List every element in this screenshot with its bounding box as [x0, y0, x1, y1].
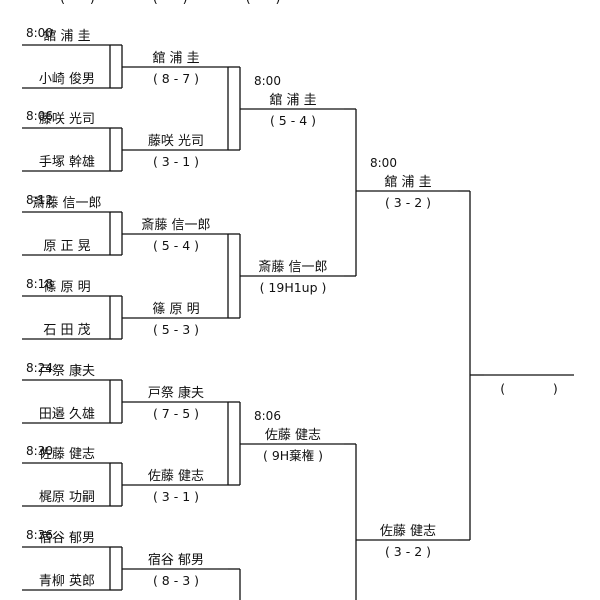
match-score: ( 9H棄権 ) [262, 448, 324, 463]
match-time: 8:06 [254, 409, 281, 423]
match-time: 8:06 [26, 109, 53, 123]
match-time: 8:18 [26, 277, 53, 291]
winner-name: 斎藤 信一郎 [258, 260, 328, 275]
match-time: 8:00 [370, 156, 397, 170]
match-score: ( 19H1up ) [259, 280, 327, 295]
winner-name: 戸祭 康夫 [147, 386, 205, 401]
match-score: ( 3 - 2 ) [384, 544, 432, 559]
final-score: ( ) [500, 381, 558, 396]
match-time: 8:36 [26, 528, 53, 542]
player-name: 篠 原 明 [43, 280, 91, 295]
match-score: ( 8 - 3 ) [152, 573, 200, 588]
player-name: 藤咲 光司 [38, 112, 96, 127]
winner-name: 舘 浦 圭 [269, 93, 317, 108]
match-score: ( 3 - 1 ) [152, 154, 200, 169]
player-name: 佐藤 健志 [38, 447, 96, 462]
winner-name: 斎藤 信一郎 [141, 218, 211, 233]
player-name: 青柳 英郎 [38, 574, 96, 589]
match-time: 8:00 [26, 26, 53, 40]
match-time: 8:00 [254, 74, 281, 88]
match-score: ( 5 - 4 ) [269, 113, 317, 128]
winner-name: 舘 浦 圭 [384, 175, 432, 190]
match-score: ( 7 - 5 ) [152, 406, 200, 421]
winner-name: 藤咲 光司 [147, 134, 205, 149]
player-name: 石 田 茂 [43, 323, 91, 338]
player-name: 宿谷 郁男 [38, 531, 96, 546]
player-name: 田邉 久雄 [38, 407, 96, 422]
match-time: 8:30 [26, 444, 53, 458]
player-name: 斎藤 信一郎 [32, 196, 102, 211]
header-strip: ( ) ( ) ( ) [60, 0, 600, 6]
match-time: 8:24 [26, 361, 53, 375]
winner-name: 舘 浦 圭 [152, 51, 200, 66]
match-score: ( 5 - 4 ) [152, 238, 200, 253]
winner-name: 佐藤 健志 [264, 428, 322, 443]
winner-name: 宿谷 郁男 [147, 553, 205, 568]
player-name: 原 正 晃 [43, 239, 91, 254]
player-name: 梶原 功嗣 [38, 490, 96, 505]
player-name: 手塚 幹雄 [38, 155, 96, 170]
match-score: ( 3 - 1 ) [152, 489, 200, 504]
player-name: 舘 浦 圭 [43, 29, 91, 44]
match-score: ( 8 - 7 ) [152, 71, 200, 86]
winner-name: 篠 原 明 [152, 302, 200, 317]
match-score: ( 3 - 2 ) [384, 195, 432, 210]
winner-name: 佐藤 健志 [147, 469, 205, 484]
match-score: ( 5 - 3 ) [152, 322, 200, 337]
match-time: 8:12 [26, 193, 53, 207]
player-name: 戸祭 康夫 [38, 364, 96, 379]
player-name: 小崎 俊男 [38, 72, 96, 87]
winner-name: 佐藤 健志 [379, 524, 437, 539]
